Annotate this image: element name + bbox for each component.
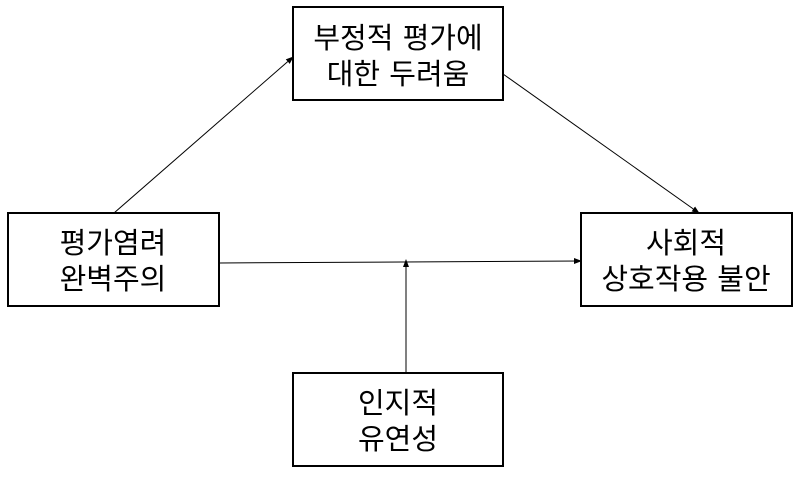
arrow-perfectionism-to-fear (113, 56, 294, 214)
node-fear-line2: 대한 두려움 (327, 57, 470, 91)
node-cognitive-flexibility: 인지적 유연성 (292, 372, 504, 467)
node-fear-line1: 부정적 평가에 (313, 21, 482, 55)
node-flexibility-line2: 유연성 (358, 422, 438, 456)
node-anxiety-line1: 사회적 (646, 226, 726, 260)
node-anxiety-line2: 상호작용 불안 (601, 262, 770, 296)
node-evaluative-concern-perfectionism: 평가염려 완벽주의 (7, 212, 220, 307)
node-flexibility-line1: 인지적 (358, 386, 438, 420)
node-fear-of-negative-evaluation: 부정적 평가에 대한 두려움 (292, 6, 504, 101)
node-perfectionism-line1: 평가염려 (60, 226, 167, 260)
arrow-perfectionism-to-anxiety (218, 258, 582, 265)
node-perfectionism-line2: 완벽주의 (60, 262, 167, 296)
arrow-fear-to-anxiety (502, 73, 700, 214)
node-social-interaction-anxiety: 사회적 상호작용 불안 (580, 212, 793, 307)
